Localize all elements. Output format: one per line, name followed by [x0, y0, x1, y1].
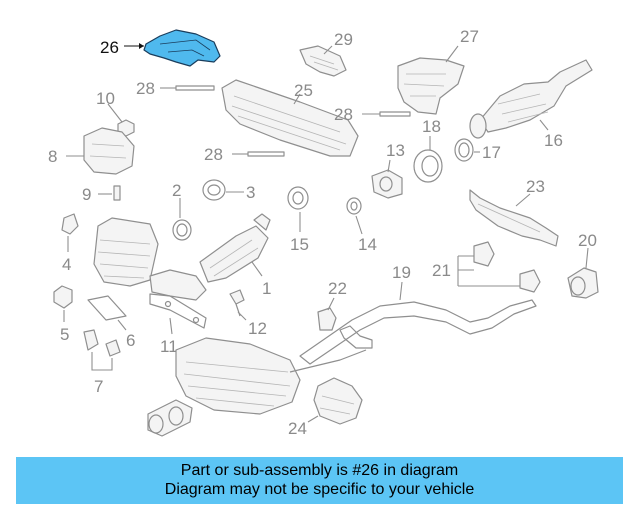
- part-6-gasket: [87, 295, 127, 321]
- callout-10[interactable]: 10: [96, 89, 115, 108]
- part-26-heat-shield[interactable]: [143, 29, 221, 67]
- leader-10: [107, 103, 123, 123]
- leader-11: [169, 317, 173, 335]
- callout-9[interactable]: 9: [82, 185, 91, 204]
- callout-6[interactable]: 6: [126, 331, 135, 350]
- leader-16: [539, 119, 549, 131]
- callout-12[interactable]: 12: [248, 319, 267, 338]
- leader-6: [117, 319, 127, 331]
- leader-19: [399, 281, 403, 301]
- leader-25: [293, 93, 301, 105]
- leader-23: [515, 193, 531, 207]
- callout-26[interactable]: 26: [100, 38, 119, 57]
- leader-20: [585, 247, 589, 269]
- part-20-hanger: [567, 267, 599, 299]
- leader-22: [327, 297, 335, 311]
- banner-line-2: Diagram may not be specific to your vehi…: [164, 481, 475, 498]
- callout-7[interactable]: 7: [94, 377, 103, 396]
- callout-21[interactable]: 21: [432, 261, 451, 280]
- part-15-gasket: [287, 186, 309, 210]
- callout-29[interactable]: 29: [334, 30, 353, 49]
- callout-24[interactable]: 24: [288, 419, 307, 438]
- leader-29: [323, 45, 333, 55]
- part-23-bracket: [469, 189, 559, 247]
- callout-8[interactable]: 8: [48, 147, 57, 166]
- arrow-26: [139, 43, 144, 49]
- leader-13: [387, 159, 391, 173]
- part-22-insulator: [317, 307, 337, 331]
- callout-28b[interactable]: 28: [204, 145, 223, 164]
- part-27-heat-shield: [397, 57, 465, 115]
- part-28-nut-a: [175, 85, 215, 91]
- callout-13[interactable]: 13: [386, 141, 405, 160]
- part-3-gasket: [202, 179, 226, 201]
- leader-1: [251, 261, 263, 277]
- part-8-mount: [83, 127, 135, 175]
- exhaust-parts-diagram: 26 29 27 16 17 18 25 28: [48, 27, 599, 438]
- part-28-nut-c: [379, 111, 411, 117]
- part-21-insulators: [473, 241, 541, 293]
- callout-22[interactable]: 22: [328, 279, 347, 298]
- part-14-nut: [346, 197, 362, 215]
- callout-2[interactable]: 2: [172, 181, 181, 200]
- part-24-hanger-bracket: [313, 377, 363, 425]
- callout-16[interactable]: 16: [544, 131, 563, 150]
- part-7-nuts: [83, 329, 121, 357]
- callout-14[interactable]: 14: [358, 235, 377, 254]
- leader-21: [457, 255, 520, 287]
- callout-3[interactable]: 3: [246, 183, 255, 202]
- leader-7: [91, 352, 113, 371]
- part-2-gasket: [172, 219, 192, 241]
- callout-28a[interactable]: 28: [136, 79, 155, 98]
- callout-11[interactable]: 11: [160, 337, 178, 356]
- callout-23[interactable]: 23: [526, 177, 545, 196]
- part-17-gasket: [454, 138, 474, 162]
- callout-27[interactable]: 27: [460, 27, 479, 46]
- part-5-nut: [53, 285, 73, 309]
- callout-20[interactable]: 20: [578, 231, 597, 250]
- part-29-bracket: [299, 45, 347, 77]
- part-4-bolt: [61, 213, 79, 235]
- info-banner: Part or sub-assembly is #26 in diagram D…: [16, 457, 623, 504]
- callout-17[interactable]: 17: [482, 143, 501, 162]
- callout-5[interactable]: 5: [60, 325, 69, 344]
- callout-25[interactable]: 25: [294, 81, 313, 100]
- part-12-bolt: [229, 289, 245, 317]
- leader-24: [307, 415, 319, 423]
- part-28-nut-b: [247, 151, 285, 157]
- leader-12: [237, 311, 247, 321]
- part-19-intermediate-pipe: [299, 299, 537, 365]
- callout-19[interactable]: 19: [392, 263, 411, 282]
- callout-1[interactable]: 1: [262, 279, 271, 298]
- part-18-clamp: [413, 149, 443, 183]
- banner-line-1: Part or sub-assembly is #26 in diagram: [180, 462, 459, 479]
- part-11-flange: [149, 293, 207, 329]
- callout-4[interactable]: 4: [62, 255, 71, 274]
- muffler: [147, 337, 367, 437]
- leader-27: [445, 45, 459, 63]
- callout-15[interactable]: 15: [290, 235, 309, 254]
- leader-14: [355, 215, 363, 235]
- part-13-clamp: [371, 169, 403, 199]
- callout-28c[interactable]: 28: [334, 105, 353, 124]
- part-16-front-pipe: [469, 59, 593, 139]
- callout-18[interactable]: 18: [422, 117, 441, 136]
- part-9-stud: [113, 185, 121, 201]
- part-1-catalytic-converter: [93, 213, 271, 301]
- part-25-heat-shield: [221, 79, 359, 157]
